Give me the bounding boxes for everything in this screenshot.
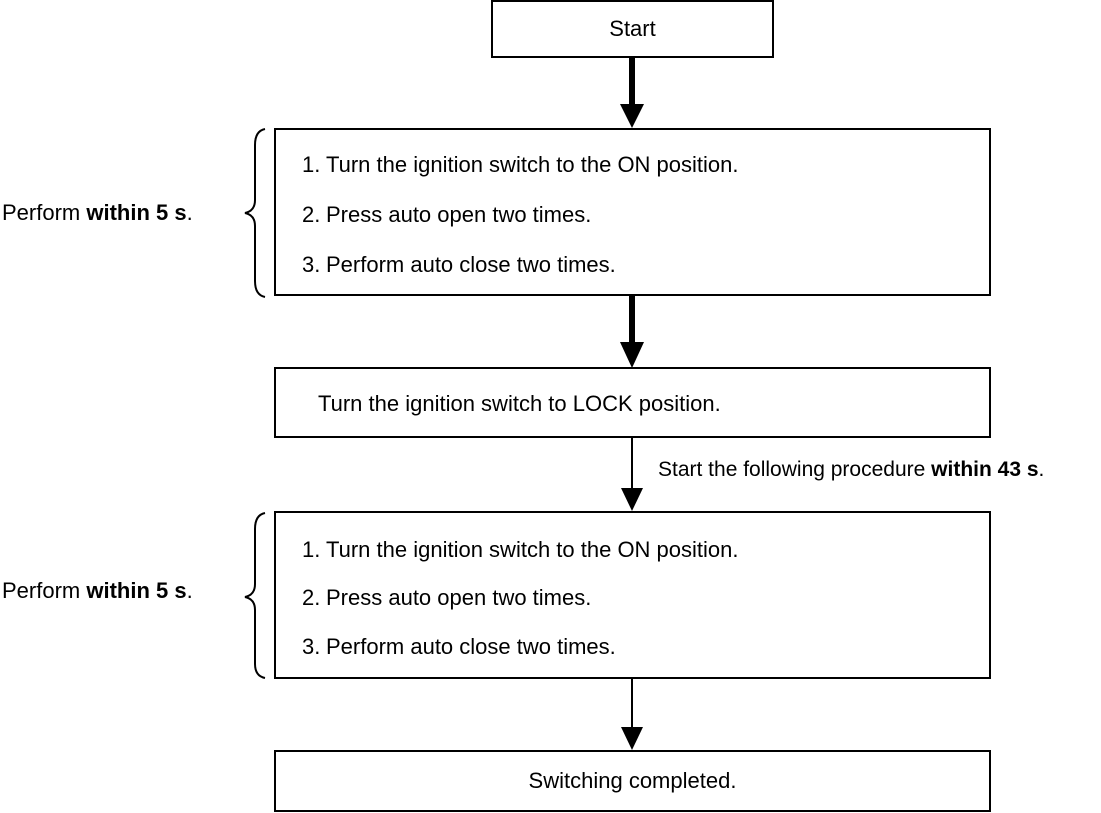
group2-step-3: 3.Perform auto close two times. [302, 634, 616, 659]
lock-box: Turn the ignition switch to LOCK positio… [274, 367, 991, 438]
arrow-lock-to-group2 [621, 437, 643, 511]
group1-time-label: Perform within 5 s. [2, 200, 193, 225]
brace-group1 [244, 128, 266, 298]
end-box: Switching completed. [274, 750, 991, 812]
group2-box: 1.Turn the ignition switch to the ON pos… [274, 511, 991, 679]
arrow-group2-to-end [621, 678, 643, 750]
brace-group2 [244, 512, 266, 679]
transition-note: Start the following procedure within 43 … [658, 458, 1045, 481]
lock-label: Turn the ignition switch to LOCK positio… [318, 391, 721, 416]
group2-step-1: 1.Turn the ignition switch to the ON pos… [302, 537, 739, 562]
start-label: Start [609, 16, 656, 41]
arrow-start-to-group1 [620, 57, 644, 128]
group2-step-2: 2.Press auto open two times. [302, 585, 592, 610]
group1-step-1: 1.Turn the ignition switch to the ON pos… [302, 152, 739, 177]
start-box: Start [491, 0, 774, 58]
end-label: Switching completed. [528, 768, 737, 793]
group1-step-3: 3.Perform auto close two times. [302, 252, 616, 277]
arrow-group1-to-lock [620, 295, 644, 368]
group1-box: 1.Turn the ignition switch to the ON pos… [274, 128, 991, 296]
group1-step-2: 2.Press auto open two times. [302, 202, 592, 227]
group2-time-label: Perform within 5 s. [2, 578, 193, 603]
